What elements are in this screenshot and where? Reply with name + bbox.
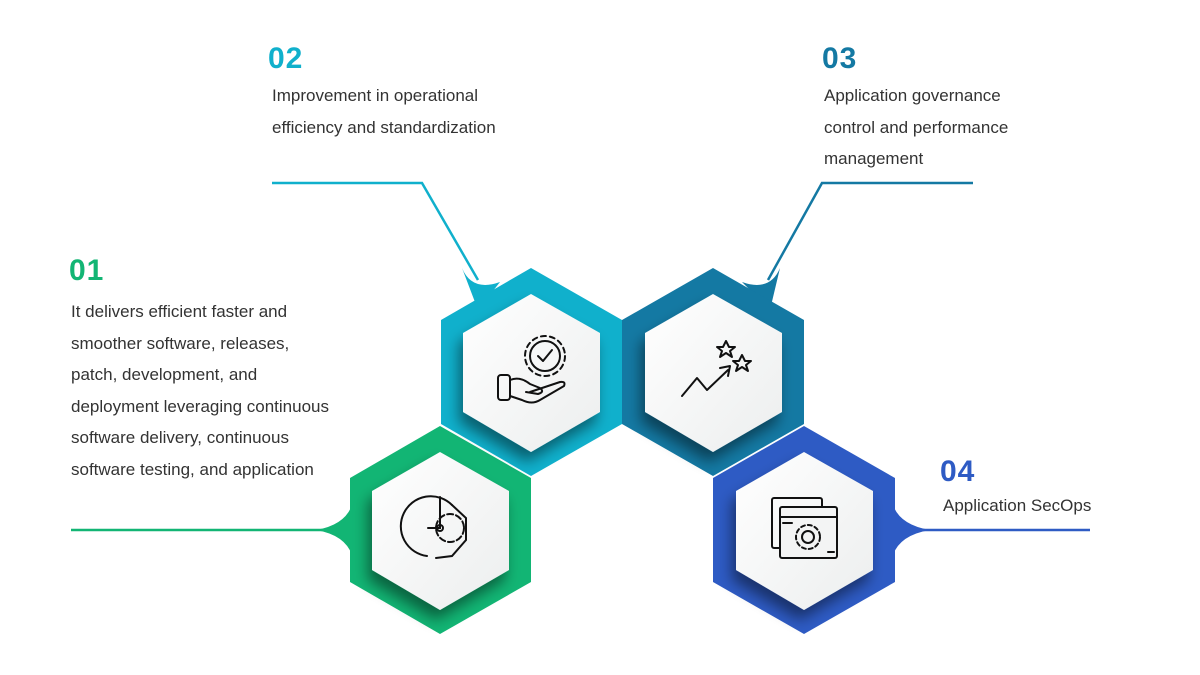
step-03-number: 03 <box>822 42 858 75</box>
connector-03 <box>766 181 973 281</box>
step-03-text: Application governance control and perfo… <box>824 86 1009 168</box>
connector-02 <box>272 181 480 281</box>
step-04-text: Application SecOps <box>943 496 1092 515</box>
hand-gear-check-icon <box>497 335 566 404</box>
speedometer-gear-icon <box>399 495 467 559</box>
growth-arrow-stars-icon <box>681 340 752 397</box>
step-01-number: 01 <box>69 254 105 287</box>
step-01-text: It delivers efficient faster and smoothe… <box>71 302 330 479</box>
step-04-number: 04 <box>940 455 976 488</box>
step-02-text: Improvement in operational efficiency an… <box>272 86 496 137</box>
step-02-number: 02 <box>268 42 304 75</box>
browser-settings-icon <box>771 497 838 559</box>
